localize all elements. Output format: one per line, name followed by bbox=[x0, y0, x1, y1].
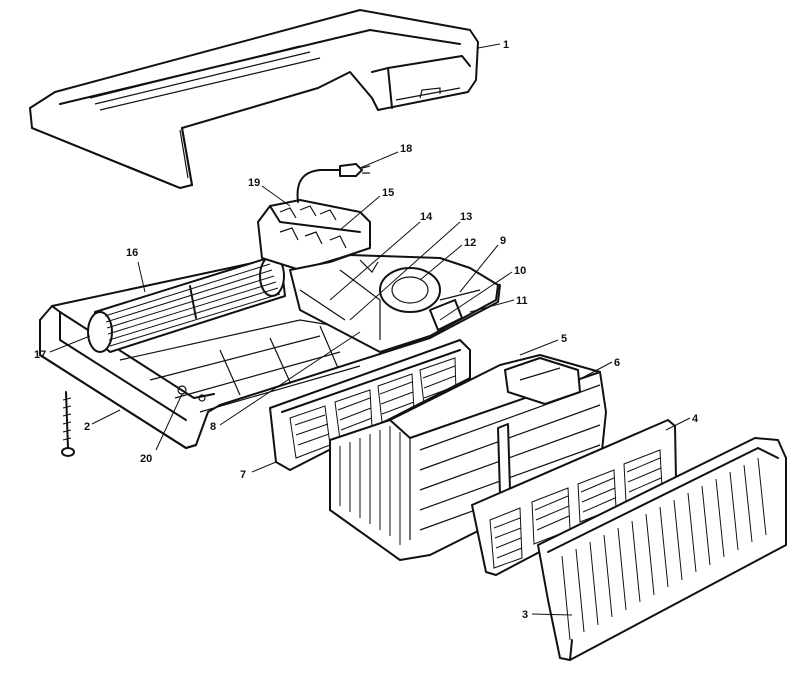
callout-8: 8 bbox=[210, 421, 216, 433]
callout-19: 19 bbox=[248, 177, 260, 189]
callout-labels: 1 2 3 4 5 6 7 8 9 10 11 12 13 14 15 16 1… bbox=[34, 39, 699, 621]
leader-lines bbox=[49, 43, 691, 616]
callout-18: 18 bbox=[400, 143, 412, 155]
callout-16: 16 bbox=[126, 247, 138, 259]
top-cover bbox=[29, 9, 479, 189]
callout-4: 4 bbox=[692, 413, 699, 425]
callout-14: 14 bbox=[420, 211, 433, 223]
motor-housing-assembly bbox=[257, 199, 499, 353]
callout-13: 13 bbox=[460, 211, 472, 223]
callout-6: 6 bbox=[614, 357, 620, 369]
callout-15: 15 bbox=[382, 187, 394, 199]
mounting-screw bbox=[61, 391, 75, 457]
callout-2: 2 bbox=[84, 421, 90, 433]
callout-17: 17 bbox=[34, 349, 46, 361]
callout-11: 11 bbox=[516, 295, 528, 307]
callout-10: 10 bbox=[514, 265, 526, 277]
callout-12: 12 bbox=[464, 237, 476, 249]
callout-9: 9 bbox=[500, 235, 506, 247]
power-cord bbox=[296, 163, 371, 203]
callout-1: 1 bbox=[503, 39, 509, 51]
callout-3: 3 bbox=[522, 609, 528, 621]
callout-20: 20 bbox=[140, 453, 152, 465]
front-grille bbox=[537, 437, 787, 661]
condenser-coil bbox=[329, 354, 607, 561]
blower-wheel bbox=[87, 255, 286, 353]
callout-5: 5 bbox=[561, 333, 567, 345]
callout-7: 7 bbox=[240, 469, 246, 481]
